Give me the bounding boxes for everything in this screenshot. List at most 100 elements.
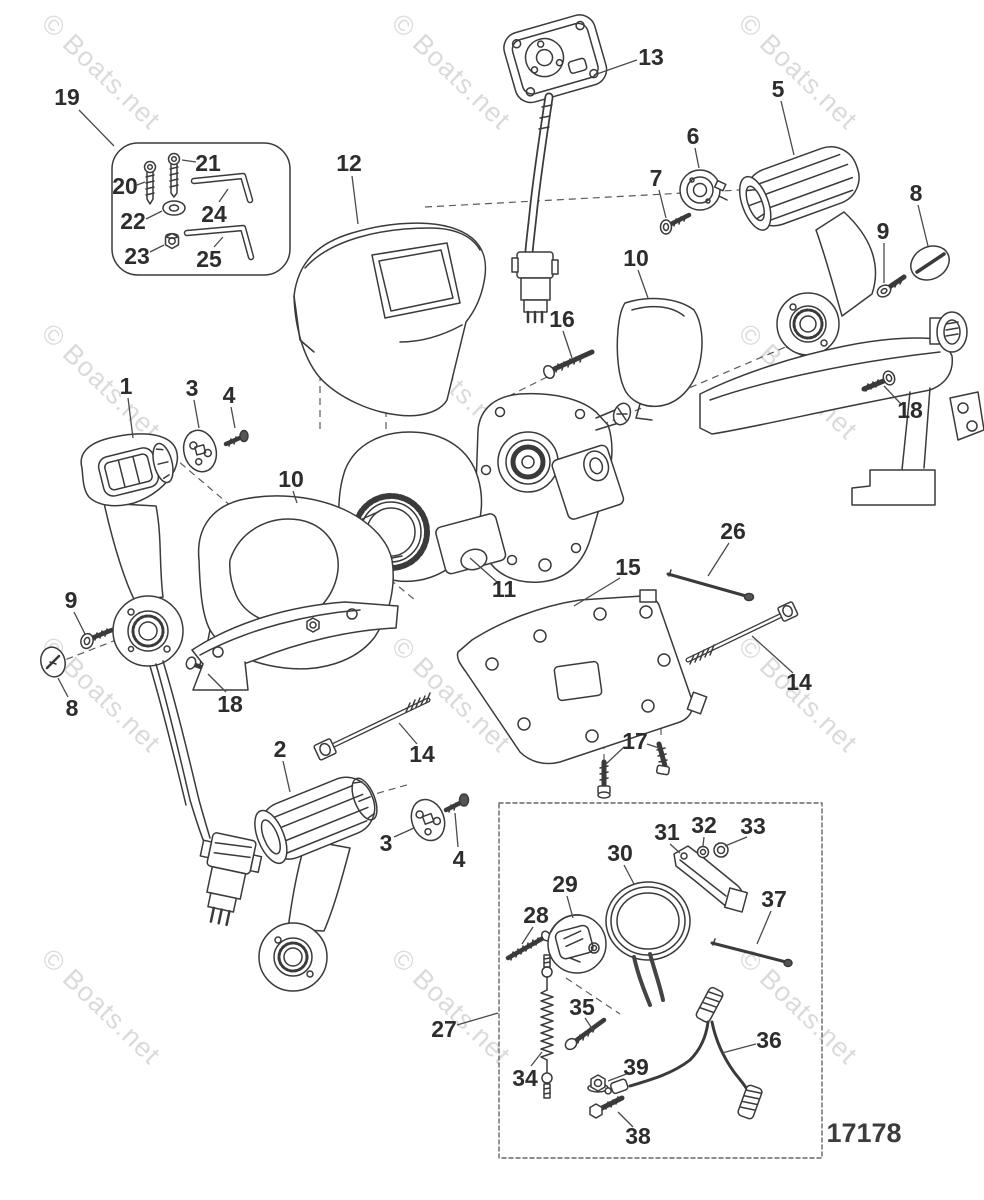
callout-12: 12 <box>336 150 362 176</box>
screw-4-lower <box>443 793 470 813</box>
housing-cover-10-right <box>616 297 703 421</box>
handle-1-connector <box>199 832 263 927</box>
watermark-text: © Boats.net <box>36 8 167 136</box>
callout-leader-30 <box>623 864 635 885</box>
figure-number: 17178 <box>826 1118 901 1148</box>
handle-hub-2 <box>258 922 328 992</box>
callout-leader-9-left <box>73 611 86 635</box>
screws-17 <box>597 741 671 799</box>
screw-21 <box>167 152 181 198</box>
pin-26 <box>666 569 755 602</box>
washer-22 <box>162 200 186 216</box>
screw-35 <box>564 1017 607 1051</box>
callout-leader-16 <box>562 330 573 359</box>
callout-leader-27 <box>456 1012 499 1026</box>
callout-6: 6 <box>687 123 700 149</box>
screw-16 <box>542 349 595 380</box>
callout-leader-37 <box>756 910 772 945</box>
bolt-14-left <box>313 692 431 761</box>
cable-connector-13 <box>511 251 559 324</box>
callout-15: 15 <box>615 554 641 580</box>
callout-leader-4-lower <box>454 812 459 848</box>
callout-29: 29 <box>552 871 578 897</box>
screw-7 <box>659 212 692 235</box>
callout-17: 17 <box>622 728 648 754</box>
trim-panel-13 <box>503 14 608 324</box>
callout-leader-33 <box>724 836 748 847</box>
callout-leader-26 <box>707 542 730 577</box>
cap-8-left <box>40 646 66 678</box>
callout-18-right: 18 <box>897 397 923 423</box>
washer-32 <box>696 845 710 859</box>
callout-39: 39 <box>623 1054 649 1080</box>
callout-leader-28 <box>521 926 534 945</box>
callout-leader-7 <box>658 189 667 219</box>
callout-leader-18-right <box>883 385 902 405</box>
callout-35: 35 <box>569 994 595 1020</box>
callout-36: 36 <box>756 1027 782 1053</box>
callout-9-right: 9 <box>877 218 890 244</box>
watermark-text: © Boats.net <box>386 8 517 136</box>
callout-37: 37 <box>761 886 787 912</box>
callout-leader-1 <box>127 397 134 439</box>
callout-leader-29 <box>566 895 574 919</box>
callout-3-lower: 3 <box>380 830 393 856</box>
handle-2 <box>254 776 378 992</box>
callout-leader-38 <box>617 1111 634 1128</box>
callout-23: 23 <box>124 243 150 269</box>
cap-8-right <box>910 245 950 281</box>
callout-leader-2 <box>282 760 291 793</box>
callout-leader-34 <box>530 1051 543 1067</box>
mounting-plate-15 <box>456 589 708 765</box>
watermark-text: © Boats.net <box>733 943 864 1071</box>
mount-bracket-right <box>699 311 984 506</box>
callout-19: 19 <box>54 84 80 110</box>
top-cover-12 <box>293 222 487 417</box>
callout-10-right: 10 <box>623 245 649 271</box>
callout-27: 27 <box>431 1016 457 1042</box>
callout-leader-35 <box>584 1017 594 1031</box>
spring-34 <box>540 954 554 1099</box>
screw-9-left <box>80 627 115 650</box>
handle-1 <box>80 433 263 927</box>
screw-4-upper <box>223 429 249 447</box>
callout-leader-18-left <box>207 673 227 693</box>
handle-grip-5 <box>738 146 877 356</box>
watermark-text: © Boats.net <box>733 8 864 136</box>
callout-26: 26 <box>720 518 746 544</box>
bolt-14-right <box>685 601 799 665</box>
cam-disc-3-upper <box>182 429 218 473</box>
mechanism-housing-right <box>474 392 632 583</box>
callout-leader-20 <box>136 181 146 186</box>
nut-23 <box>164 232 180 250</box>
callout-leader-31 <box>669 843 681 854</box>
callout-7: 7 <box>650 165 663 191</box>
callout-8-left: 8 <box>66 695 79 721</box>
callout-18-left: 18 <box>217 691 243 717</box>
screw-9-right <box>876 274 907 298</box>
callout-leader-3-lower <box>393 827 415 838</box>
callout-leader-15 <box>573 577 621 607</box>
callout-leader-12 <box>351 175 359 225</box>
cable-13 <box>524 92 554 257</box>
callout-14-left: 14 <box>409 741 435 767</box>
callout-leader-11 <box>469 557 498 583</box>
callout-34: 34 <box>512 1065 538 1091</box>
drag-disc-29 <box>547 914 607 974</box>
callout-leader-4-upper <box>230 406 236 429</box>
callout-leader-14-right <box>751 635 794 674</box>
hardware-kit-box <box>111 142 291 276</box>
callout-leader-36 <box>721 1043 757 1054</box>
callout-4-lower: 4 <box>453 846 466 872</box>
callout-leader-32 <box>702 836 705 847</box>
callout-30: 30 <box>607 840 633 866</box>
nut-33 <box>713 842 729 858</box>
callout-leader-23 <box>149 244 165 253</box>
callout-8-right: 8 <box>910 180 923 206</box>
callout-leader-19 <box>78 109 115 147</box>
callout-leader-17 <box>646 743 660 749</box>
screw-20 <box>143 160 157 205</box>
